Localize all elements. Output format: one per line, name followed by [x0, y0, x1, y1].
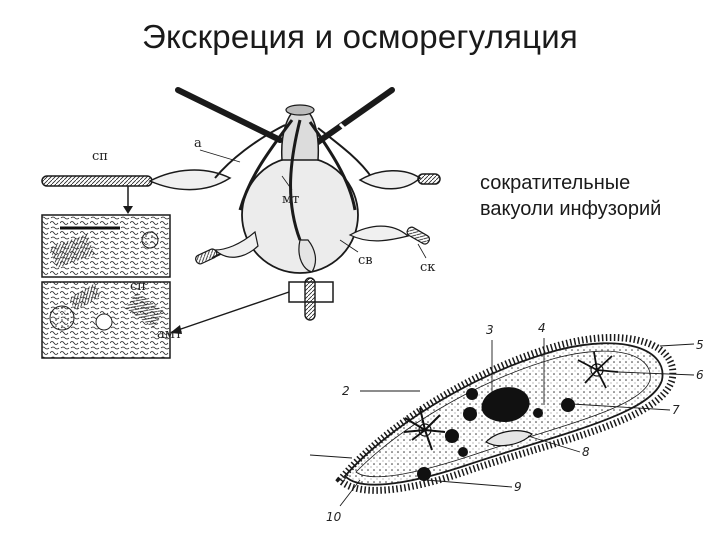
number-2: 2: [342, 384, 350, 398]
spine-right: [315, 87, 395, 145]
number-7: 7: [672, 403, 680, 417]
spine-left: [175, 87, 283, 143]
slide-title: Экскреция и осморегуляция: [142, 18, 578, 55]
vacuole-diagram: а сп мт св ск: [41, 87, 441, 321]
number-3: 3: [486, 323, 494, 337]
macronucleus: [481, 387, 530, 423]
number-6: 6: [696, 368, 704, 382]
number-9: 9: [514, 480, 522, 494]
micrograph-inset-top: [41, 214, 171, 278]
micrograph-inset-bottom: [41, 281, 171, 359]
oral-groove: [485, 430, 534, 447]
label-a: а: [194, 136, 202, 151]
slide-caption: сократительные вакуоли инфузорий: [480, 170, 710, 222]
canal-ampulla-left: [148, 169, 232, 191]
label-sp-inset: сп: [130, 279, 146, 294]
number-10: 10: [326, 510, 342, 524]
number-4: 4: [538, 321, 546, 335]
collecting-canal-right: [417, 173, 441, 185]
contractile-vacuole-left: [403, 407, 446, 451]
label-sk: ск: [420, 260, 435, 275]
excretory-pore: [281, 107, 320, 161]
collecting-canal-left: [41, 175, 153, 187]
label-mt: мт: [282, 192, 299, 207]
micronucleus: [533, 408, 543, 418]
label-sp-left: сп: [92, 149, 108, 164]
paramecium-diagram: 2 3 4 5 6 7 8 9 10: [309, 321, 704, 524]
number-8: 8: [582, 445, 590, 459]
food-vacuole: [466, 388, 478, 400]
caption-line-2: вакуоли инфузорий: [480, 198, 662, 220]
contractile-vacuole-right: [577, 351, 619, 389]
number-5: 5: [696, 338, 704, 352]
label-sv: св: [358, 253, 373, 268]
caption-line-1: сократительные: [480, 172, 631, 194]
